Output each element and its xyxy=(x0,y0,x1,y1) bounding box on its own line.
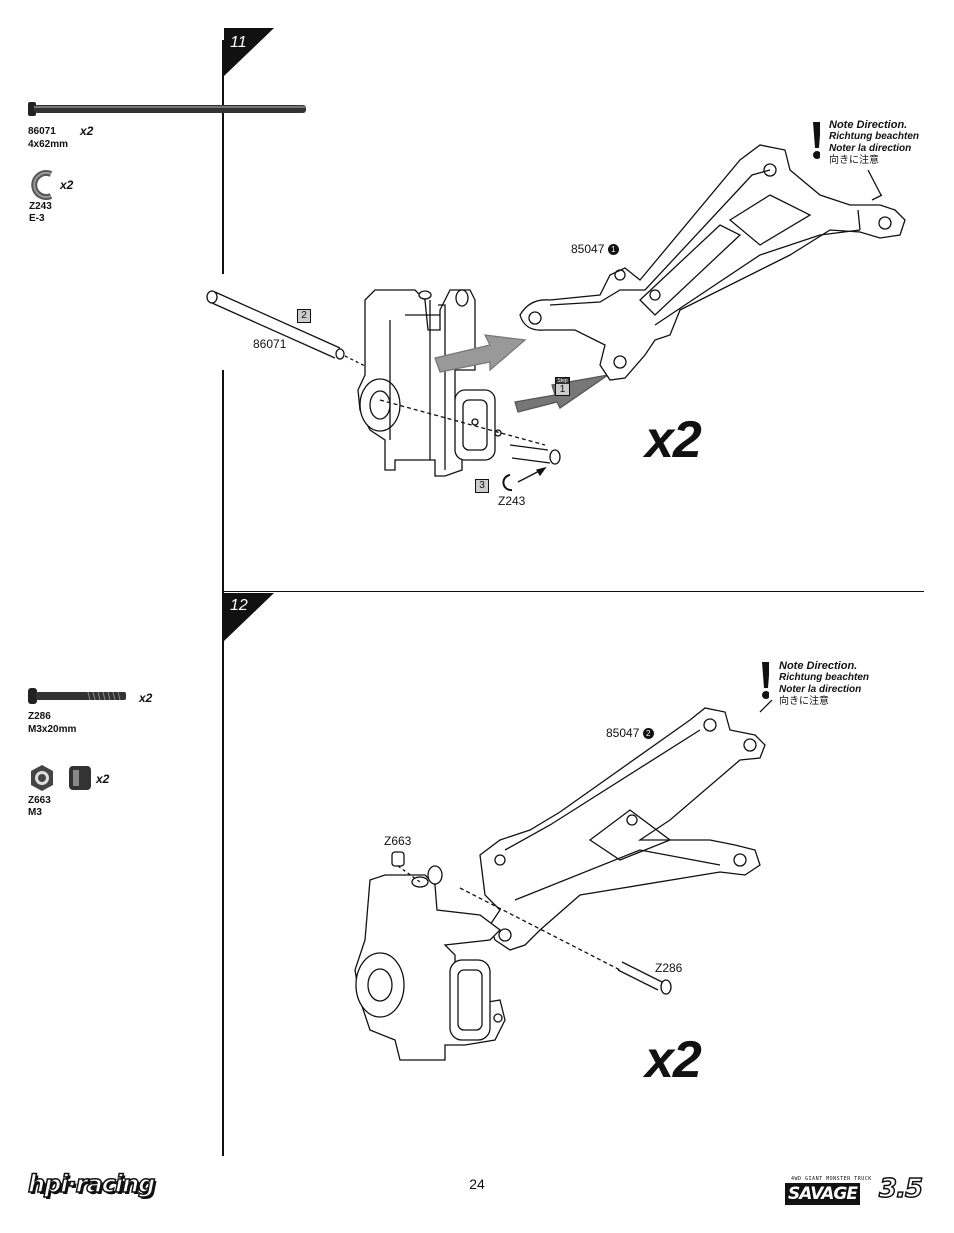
part-z286-qty: x2 xyxy=(139,691,153,705)
part-z663-qty: x2 xyxy=(96,772,110,786)
step-12-tab xyxy=(224,593,274,641)
callout-step-word: Step xyxy=(556,378,569,384)
pin-86071-icon xyxy=(28,102,306,116)
arm-85047-1-drawing xyxy=(519,144,906,381)
part-z243-qty: x2 xyxy=(60,178,74,192)
step-12-multiplier: x2 xyxy=(645,1031,702,1089)
step-12-divider xyxy=(222,592,224,1156)
label-85047-1-circle: 1 xyxy=(607,244,619,256)
note-jp: 向きに注意 xyxy=(829,155,879,166)
nut-z663-icon xyxy=(31,765,91,791)
hpi-racing-logo: hpi·racing xyxy=(27,1169,156,1199)
warning-exclamation-icon xyxy=(813,122,820,159)
part-z286-spec: M3x20mm xyxy=(28,724,77,735)
label-85047-2-code: 85047 xyxy=(606,726,640,740)
note-de-2: Richtung beachten xyxy=(779,672,870,683)
step-11-divider xyxy=(222,40,224,274)
savage-logo-num: 3.5 xyxy=(878,1173,924,1205)
part-86071-qty: x2 xyxy=(80,124,94,138)
knuckle-2-drawing xyxy=(354,865,506,1061)
step-12-number: 12 xyxy=(230,597,248,614)
note-fr-2: Noter la direction xyxy=(779,684,862,695)
label-85047-1-code: 85047 xyxy=(571,242,605,256)
knuckle-drawing xyxy=(357,289,496,477)
step-11-multiplier: x2 xyxy=(645,411,702,469)
part-z286-code: Z286 xyxy=(28,711,51,722)
part-z243-spec: E-3 xyxy=(29,213,45,224)
step-11-assembly-drawing xyxy=(206,144,906,492)
page-number: 24 xyxy=(469,1176,485,1192)
callout-step-num: 1 xyxy=(559,384,566,395)
note-jp-2: 向きに注意 xyxy=(779,696,829,707)
part-86071-code: 86071 xyxy=(28,126,56,137)
label-86071: 86071 xyxy=(253,337,287,351)
callout-box-2: 2 xyxy=(297,309,311,323)
note-en-2: Note Direction. xyxy=(779,660,858,672)
pin-86071-drawing xyxy=(206,290,386,377)
callout-box-3: 3 xyxy=(475,479,489,493)
eclip-z243-icon xyxy=(31,170,53,200)
callout-step-box: Step 1 xyxy=(555,377,570,396)
label-z286: Z286 xyxy=(655,961,683,975)
step-12-assembly-drawing xyxy=(354,700,773,1061)
note-fr: Noter la direction xyxy=(829,143,912,154)
warning-exclamation-icon-2 xyxy=(762,662,769,699)
arm-85047-2-drawing xyxy=(479,707,766,951)
part-z243-code: Z243 xyxy=(29,201,52,212)
step-11-number: 11 xyxy=(230,34,247,51)
savage-logo: 4WD GIANT MONSTER TRUCK SAVAGE 3.5 xyxy=(785,1173,925,1212)
savage-logo-main: SAVAGE xyxy=(785,1183,860,1205)
step-separator xyxy=(222,591,924,592)
label-z243: Z243 xyxy=(498,494,526,508)
step-12-note: Note Direction. Richtung beachten Noter … xyxy=(779,660,869,708)
part-z663-code: Z663 xyxy=(28,795,51,806)
part-86071-spec: 4x62mm xyxy=(28,139,69,150)
label-85047-2-circle: 2 xyxy=(642,728,654,740)
step-11-tab xyxy=(224,28,274,76)
savage-logo-sub: 4WD GIANT MONSTER TRUCK xyxy=(791,1176,872,1182)
part-z663-spec: M3 xyxy=(28,807,42,818)
label-85047-1: 85047 1 xyxy=(571,242,619,256)
screw-z286-icon xyxy=(28,688,126,704)
label-z663: Z663 xyxy=(384,834,412,848)
note-de: Richtung beachten xyxy=(829,131,920,142)
note-en: Note Direction. xyxy=(829,119,908,131)
label-85047-2: 85047 2 xyxy=(606,726,654,740)
step-11-note: Note Direction. Richtung beachten Noter … xyxy=(829,119,919,167)
step-11-divider-lower xyxy=(222,370,224,592)
